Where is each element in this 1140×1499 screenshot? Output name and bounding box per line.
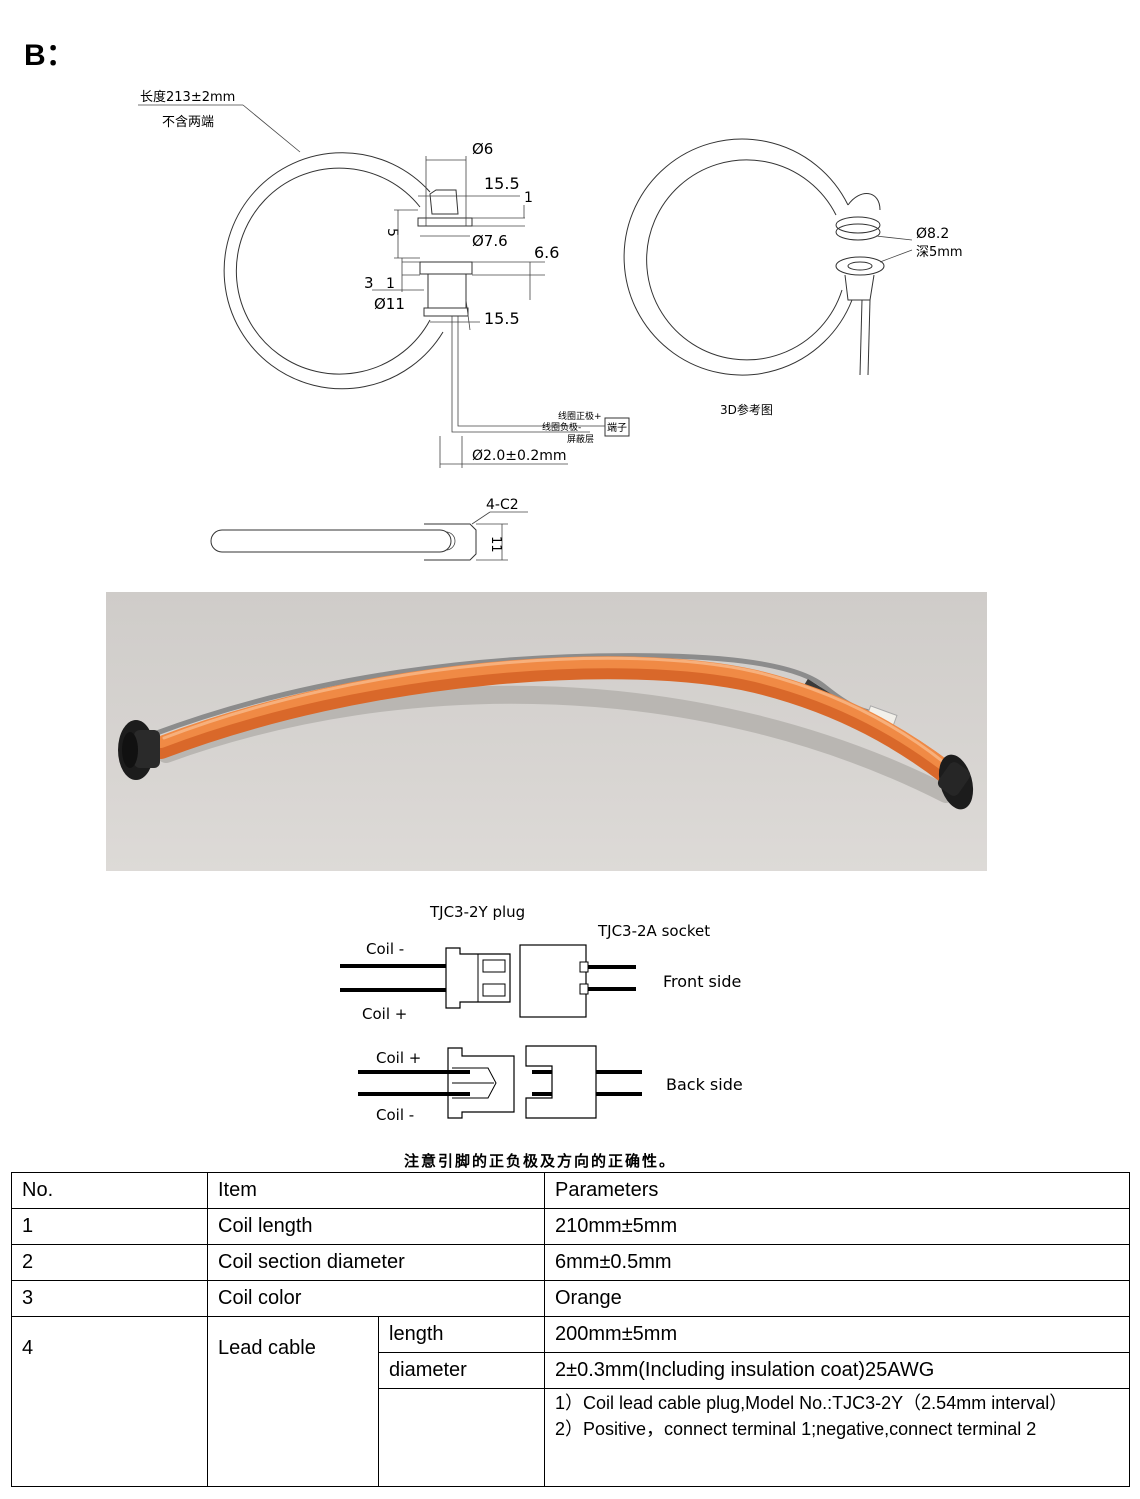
table-row: 4 Lead cable length 200mm±5mm: [11, 1316, 1130, 1487]
table-row: 1）Coil lead cable plug,Model No.:TJC3-2Y…: [12, 1388, 1130, 1487]
dim-d6: Ø6: [472, 140, 493, 158]
section-heading: B：: [24, 39, 76, 72]
header-no: No.: [11, 1172, 208, 1209]
technical-drawing: 长度213±2mm 不含两端 Ø6 15.5 1 5 Ø7.6 6.6 3 1 …: [138, 89, 963, 561]
row-item: Coil length: [207, 1208, 545, 1245]
wire-label-negative: 线圈负极-: [542, 421, 581, 433]
back-coil-plus: Coil +: [376, 1049, 421, 1067]
coil-ring-3d: [623, 138, 913, 376]
row-param: 210mm±5mm: [544, 1208, 1130, 1245]
header-item: Item: [207, 1172, 545, 1209]
dim-15-5-bottom: 15.5: [484, 309, 520, 328]
row-param-notes: 1）Coil lead cable plug,Model No.:TJC3-2Y…: [544, 1388, 1130, 1487]
dim-6-6: 6.6: [534, 243, 559, 262]
back-coil-minus: Coil -: [376, 1106, 414, 1124]
row-no: 2: [11, 1244, 208, 1281]
row-param: 200mm±5mm: [544, 1316, 1130, 1353]
dim-d7-6: Ø7.6: [472, 232, 508, 250]
wire-label-positive: 线圈正极+: [558, 410, 602, 422]
table-row: diameter 2±0.3mm(Including insulation co…: [12, 1352, 1130, 1389]
row-param: 6mm±0.5mm: [544, 1244, 1130, 1281]
front-coil-plus: Coil +: [362, 1005, 407, 1023]
plug-back: [447, 1047, 515, 1119]
cable-dim: Ø2.0±0.2mm: [472, 448, 567, 464]
dim-11: 11: [488, 536, 503, 553]
dim-1-top: 1: [524, 190, 533, 206]
table-header-row: No. Item Parameters: [11, 1172, 1130, 1209]
length-note: 不含两端: [162, 114, 214, 130]
plug-label: TJC3-2Y plug: [429, 903, 525, 921]
spec-table: No. Item Parameters 1 Coil length 210mm±…: [11, 1172, 1130, 1487]
ref-label: 3D参考图: [720, 402, 773, 417]
plug-front: [445, 947, 511, 1009]
length-label: 长度213±2mm: [140, 89, 235, 105]
chamfer-label: 4-C2: [486, 497, 519, 513]
table-row: 1 Coil length 210mm±5mm: [11, 1208, 1130, 1245]
product-photo: [106, 592, 987, 871]
note-line-2: 2）Positive，connect terminal 1;negative,c…: [555, 1419, 1037, 1439]
dim-3: 3: [364, 274, 374, 292]
front-coil-minus: Coil -: [366, 940, 404, 958]
row-param: 2±0.3mm(Including insulation coat)25AWG: [544, 1352, 1130, 1389]
ref-dim-depth: 深5mm: [916, 245, 963, 260]
row-no: 3: [11, 1280, 208, 1317]
row-sub-label-empty: [378, 1388, 545, 1487]
row-item: Lead cable: [207, 1316, 379, 1487]
side-view: [210, 511, 528, 561]
dim-15-5-top: 15.5: [484, 174, 520, 193]
row-item: Coil section diameter: [207, 1244, 545, 1281]
dim-5: 5: [384, 228, 400, 237]
note-line-1: 1）Coil lead cable plug,Model No.:TJC3-2Y…: [555, 1393, 1068, 1413]
table-row: 3 Coil color Orange: [11, 1280, 1130, 1317]
table-row: 2 Coil section diameter 6mm±0.5mm: [11, 1244, 1130, 1281]
row-sub-label: length: [378, 1316, 545, 1353]
socket-label: TJC3-2A socket: [597, 922, 710, 940]
row-item: Coil color: [207, 1280, 545, 1317]
ref-dim-diameter: Ø8.2: [916, 226, 949, 242]
row-sub-label: diameter: [378, 1352, 545, 1389]
terminal-label: 端子: [607, 421, 627, 434]
coil-end-bottom: [372, 258, 545, 331]
lead-cable-photo: [153, 653, 877, 737]
dim-d11: Ø11: [374, 295, 405, 313]
row-param: Orange: [544, 1280, 1130, 1317]
socket-front: [519, 944, 589, 1018]
row-no: 1: [11, 1208, 208, 1245]
socket-back: [525, 1045, 597, 1119]
front-side-label: Front side: [663, 972, 741, 991]
polarity-note: 注意引脚的正负极及方向的正确性。: [403, 1152, 676, 1170]
lead-wire-drawing: [439, 316, 630, 468]
wire-label-shield: 屏蔽层: [567, 433, 594, 445]
dim-1-mid: 1: [386, 276, 395, 292]
header-parameters: Parameters: [544, 1172, 1130, 1209]
connector-diagram: TJC3-2Y plug TJC3-2A socket Coil - Coil …: [340, 903, 743, 1124]
row-no: 4: [11, 1316, 208, 1487]
back-side-label: Back side: [666, 1075, 743, 1094]
coil-end-top: [417, 156, 525, 227]
coil-ring-2d: [223, 152, 444, 390]
